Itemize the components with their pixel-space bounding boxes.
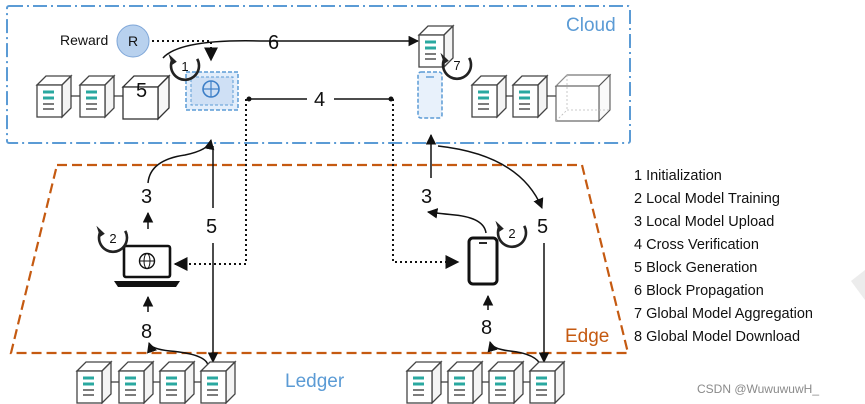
propagation-arrow — [162, 35, 420, 59]
left-verification-dotted-arrow — [173, 99, 247, 271]
left-generation-label: 5 — [206, 216, 217, 238]
cloud-right-blockchain — [470, 73, 612, 123]
cloud-right-pending-block — [554, 73, 612, 123]
cloud-right-block-1 — [470, 74, 508, 119]
laptop-icon — [114, 244, 180, 287]
cloud-right-block-2 — [511, 74, 549, 119]
legend-item-4: 4 Cross Verification — [634, 237, 759, 253]
ledger-right-block-3 — [487, 360, 525, 404]
edge-region-label: Edge — [565, 326, 609, 347]
ledger-right-blockchain — [405, 360, 566, 404]
left-upload-arrow-curve — [147, 138, 215, 184]
right-download-label: 8 — [481, 317, 492, 339]
legend-item-2: 2 Local Model Training — [634, 191, 780, 207]
ledger-left-block-2 — [117, 360, 155, 404]
cloud-left-cycle-number: 1 — [181, 59, 188, 74]
left-download-label: 8 — [141, 321, 152, 343]
legend-item-7: 7 Global Model Aggregation — [634, 306, 813, 322]
left-download-arrow-curve — [147, 342, 209, 366]
right-generation-arrow-curve — [437, 145, 544, 209]
ledger-label: Ledger — [285, 371, 345, 392]
legend-item-6: 6 Block Propagation — [634, 283, 764, 299]
edge-region-border — [9, 163, 630, 355]
right-generation-label: 5 — [537, 216, 548, 238]
step-4-label: 4 — [314, 89, 325, 111]
phone-cycle-number: 2 — [508, 226, 515, 241]
right-upload-label: 3 — [421, 186, 432, 208]
legend-item-1: 1 Initialization — [634, 168, 722, 184]
right-download-arrow-curve — [487, 340, 542, 367]
cloud-right-cycle-number: 7 — [453, 58, 460, 73]
verification-dot-left — [246, 96, 252, 102]
cloud-block-2 — [78, 74, 116, 119]
legend: 1 Initialization 2 Local Model Training … — [634, 168, 813, 345]
right-upload-arrow-curve — [426, 208, 487, 234]
ledger-right-block-4 — [528, 360, 566, 404]
ledger-right-block-2 — [446, 360, 484, 404]
ledger-left-blockchain — [75, 360, 237, 404]
ledger-left-block-1 — [75, 360, 113, 404]
reward-label: Reward — [60, 32, 108, 48]
left-upload-label: 3 — [141, 186, 152, 208]
step-6-label: 6 — [268, 32, 279, 54]
reward-dotted-arrow — [152, 40, 218, 62]
laptop-cycle-number: 2 — [109, 231, 116, 246]
reward-badge: R — [116, 24, 150, 58]
cloud-left-blockchain — [35, 74, 171, 121]
reward-badge-letter: R — [128, 33, 138, 49]
right-verification-dotted-arrow — [392, 99, 460, 269]
ledger-left-block-3 — [158, 360, 196, 404]
cloud-new-block — [121, 74, 171, 121]
cloud-left-model — [185, 71, 239, 111]
ledger-left-block-4 — [199, 360, 237, 404]
cloud-block-1 — [35, 74, 73, 119]
cloud-new-block-label: 5 — [136, 80, 147, 102]
legend-item-8: 8 Global Model Download — [634, 329, 800, 345]
corner-decoration — [851, 270, 865, 300]
legend-item-5: 5 Block Generation — [634, 260, 757, 276]
phone-icon — [467, 236, 499, 286]
cloud-right-model — [417, 71, 443, 119]
legend-item-3: 3 Local Model Upload — [634, 214, 774, 230]
watermark-text: CSDN @WuwuwuwH_ — [697, 382, 819, 396]
cloud-region-label: Cloud — [566, 15, 616, 36]
cloud-region-border — [6, 5, 631, 144]
ledger-right-block-1 — [405, 360, 443, 404]
